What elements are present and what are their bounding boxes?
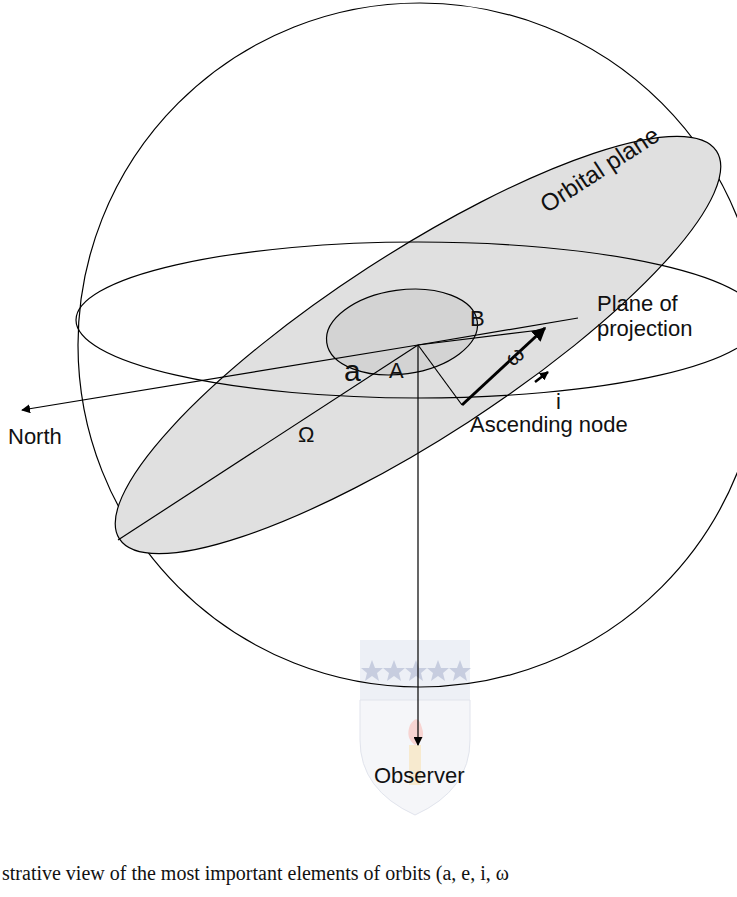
logo-watermark	[360, 640, 471, 815]
direction-label: North	[8, 424, 62, 449]
axis-label: a	[344, 354, 361, 389]
angle-symbol: i	[556, 389, 561, 414]
plane-label: Plane of projection	[597, 291, 707, 342]
angle-symbol: Ω	[298, 422, 314, 447]
node-label: Ascending node	[470, 412, 628, 437]
point-label: B	[470, 306, 485, 331]
point-label: A	[389, 358, 404, 383]
figure-caption: strative view of the most important elem…	[2, 862, 509, 885]
direction-label: Observer	[374, 763, 464, 788]
